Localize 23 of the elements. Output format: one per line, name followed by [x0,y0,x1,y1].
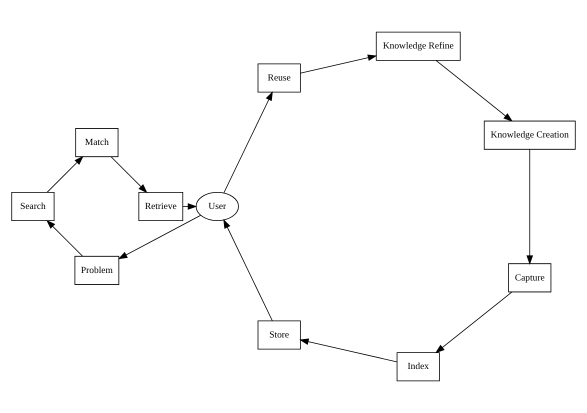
node-ellipse: User [196,192,239,222]
node-box: Index [396,352,440,382]
arrow [223,91,273,194]
arrow [526,149,534,265]
node-box: Knowledge Creation [484,120,576,150]
arrow [46,156,84,193]
node-box: Knowledge Refine [376,32,461,61]
arrow [110,156,148,194]
node-box: Capture [508,263,552,292]
arrow [300,54,378,74]
node-box: Store [258,320,301,350]
node-box: Reuse [258,63,301,93]
node-box: Retrieve [138,192,184,222]
node-box: Problem [74,256,120,285]
arrow [182,203,198,210]
arrow [435,292,512,354]
node-box: Match [75,128,118,158]
arrow [46,220,84,257]
arrow [436,60,513,122]
arrow [299,338,398,362]
arrow [223,218,273,322]
arrow [118,215,201,260]
node-box: Search [11,192,54,222]
